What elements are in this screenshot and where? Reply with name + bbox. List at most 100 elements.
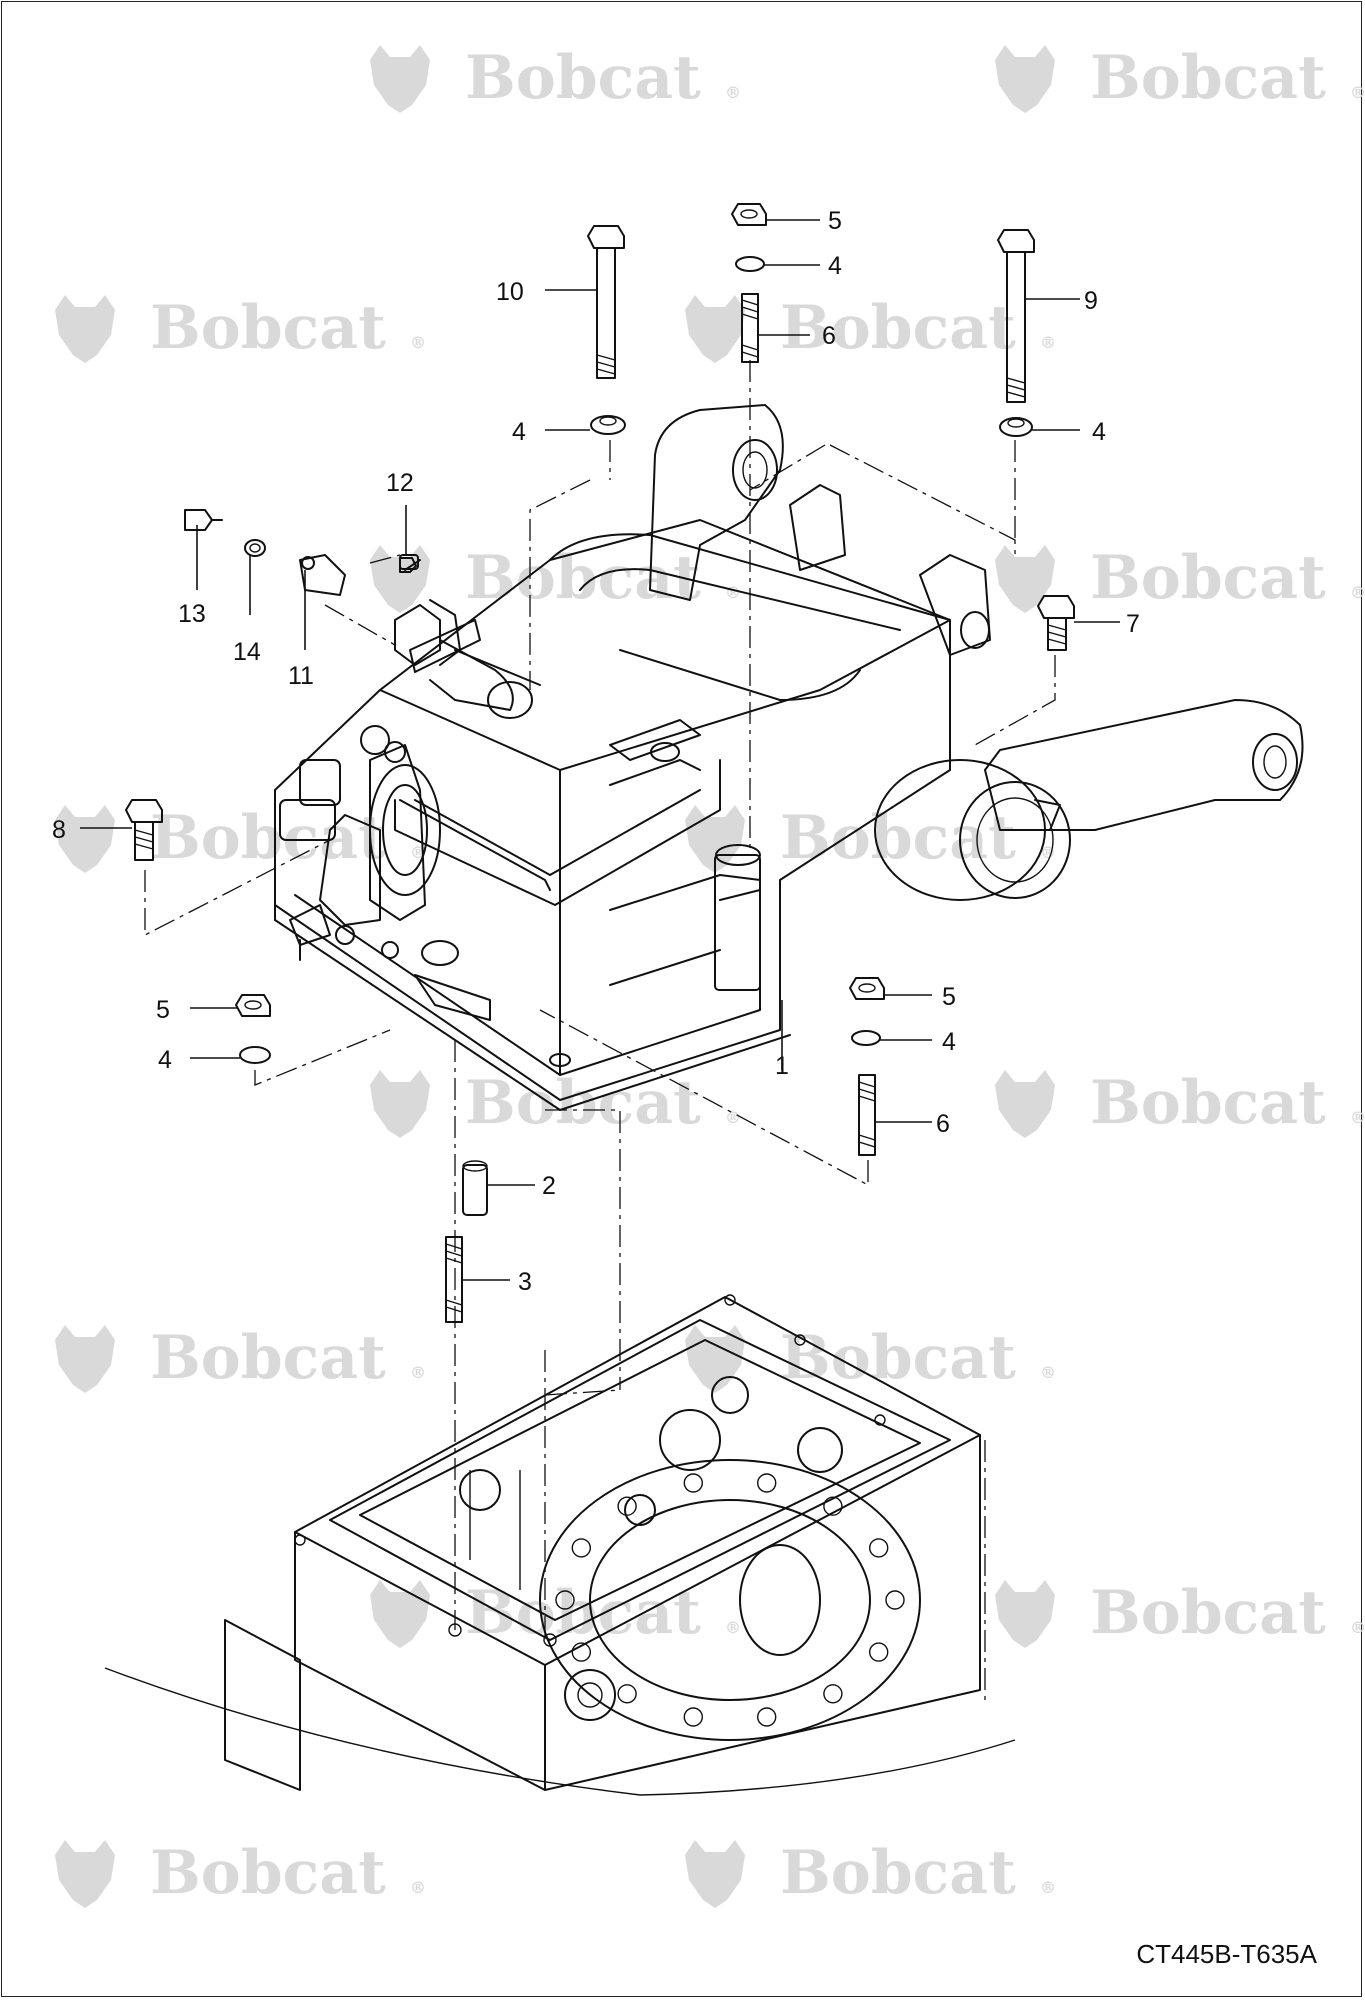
bolt-hole — [571, 1538, 591, 1558]
nut-5-top — [731, 203, 767, 226]
callout-5-top: 5 — [828, 207, 842, 235]
watermark-registered-mark: ® — [725, 1618, 741, 1637]
bolt-hole — [683, 1707, 703, 1727]
watermark-registered-mark: ® — [410, 1878, 426, 1897]
callout-14: 14 — [233, 638, 261, 666]
bolt-hole — [823, 1496, 843, 1516]
bolt-hole — [757, 1707, 777, 1727]
callout-5-left: 5 — [156, 996, 170, 1024]
watermark-registered-mark: ® — [410, 1363, 426, 1382]
washer-4-top — [735, 256, 765, 272]
washer-4-lower-left — [239, 1046, 271, 1064]
bobcat-watermark: Bobcat® — [55, 1323, 426, 1393]
bobcat-watermark: Bobcat® — [685, 1838, 1056, 1908]
washer-4-right — [999, 417, 1033, 437]
bolt-7 — [1037, 595, 1075, 651]
nut-5-right — [849, 977, 885, 1000]
bolt-hole — [617, 1684, 637, 1704]
bolt-hole — [869, 1538, 889, 1558]
bolt-hole — [885, 1590, 905, 1610]
watermark-text: Bobcat — [1090, 1578, 1326, 1648]
callout-1: 1 — [775, 1052, 789, 1080]
callout-9: 9 — [1084, 287, 1098, 315]
watermark-text: Bobcat — [780, 1323, 1016, 1393]
bolt-8 — [125, 799, 163, 861]
watermark-registered-mark: ® — [725, 583, 741, 602]
transmission-housing — [104, 1294, 1016, 1796]
watermark-text: Bobcat — [780, 1838, 1016, 1908]
bobcat-logo-icon — [370, 1580, 430, 1648]
callout-11: 11 — [288, 662, 314, 690]
bobcat-watermark: Bobcat® — [370, 1068, 741, 1138]
bolt-hole — [571, 1642, 591, 1662]
callout-3: 3 — [518, 1268, 532, 1296]
callout-4-lower-right: 4 — [942, 1028, 956, 1056]
washer-4-lower-right — [851, 1030, 881, 1046]
washer-4-left — [590, 415, 626, 435]
watermark-text: Bobcat — [150, 1838, 386, 1908]
watermark-registered-mark: ® — [1350, 1108, 1365, 1127]
watermark-text: Bobcat — [1090, 1068, 1326, 1138]
bobcat-watermark: Bobcat ® — [995, 543, 1365, 613]
bobcat-watermark: Bobcat ® — [995, 43, 1365, 113]
bobcat-watermark: Bobcat ® — [55, 1838, 426, 1908]
watermark-registered-mark: ® — [725, 83, 741, 102]
bobcat-logo-icon — [995, 1070, 1055, 1138]
bobcat-logo-icon — [370, 1070, 430, 1138]
dowel-pin-2 — [462, 1160, 488, 1216]
callout-4-left: 4 — [512, 418, 526, 446]
watermark-registered-mark: ® — [725, 1108, 741, 1127]
stud-3 — [445, 1236, 463, 1323]
bobcat-logo-icon — [55, 805, 115, 873]
bolt-hole — [555, 1590, 575, 1610]
watermark-text: Bobcat — [780, 293, 1016, 363]
callout-13: 13 — [178, 600, 206, 628]
callout-6-top: 6 — [822, 322, 836, 350]
watermark-registered-mark: ® — [1350, 583, 1365, 602]
nut-5-left — [235, 994, 271, 1017]
bobcat-logo-icon — [685, 1325, 745, 1393]
watermark-registered-mark: ® — [1040, 333, 1056, 352]
bobcat-watermark: Bobcat ® — [370, 43, 741, 113]
watermark-registered-mark: ® — [1350, 1618, 1365, 1637]
bolt-hole — [617, 1496, 637, 1516]
hardware — [125, 203, 1075, 1323]
bolt-hole — [869, 1642, 889, 1662]
bobcat-logo-icon — [995, 545, 1055, 613]
watermark-layer: Bobcat ® Bobcat ® Bobcat ® Bobcat ® Bobcat ® Bobca… — [55, 43, 1365, 1908]
watermark-text: Bobcat — [465, 43, 701, 113]
callout-10: 10 — [496, 278, 524, 306]
bobcat-watermark: Bobcat® — [685, 803, 1056, 873]
callout-4-top: 4 — [828, 252, 842, 280]
bobcat-watermark: Bobcat ® — [685, 293, 1056, 363]
control-valve — [279, 619, 481, 961]
leader-lines — [80, 219, 1120, 1281]
sensor-assembly — [184, 509, 541, 719]
watermark-registered-mark: ® — [1040, 1363, 1056, 1382]
watermark-text: Bobcat — [1090, 43, 1326, 113]
watermark-text: Bobcat — [1090, 543, 1326, 613]
bolt-hole — [823, 1684, 843, 1704]
bobcat-logo-icon — [995, 1580, 1055, 1648]
bobcat-watermark: Bobcat ® — [995, 1068, 1365, 1138]
watermark-registered-mark: ® — [410, 333, 426, 352]
stud-6-top — [741, 293, 759, 363]
callout-4-lower-left: 4 — [158, 1046, 172, 1074]
bobcat-logo-icon — [55, 1325, 115, 1393]
bobcat-watermark: Bobcat® — [370, 1578, 741, 1648]
bobcat-watermark: Bobcat ® — [995, 1578, 1365, 1648]
callout-7: 7 — [1126, 610, 1140, 638]
callout-labels: 1 2 3 4 4 4 4 4 5 5 5 6 6 7 8 9 10 11 12… — [52, 207, 1140, 1296]
bolt-hole — [757, 1473, 777, 1493]
watermark-text: Bobcat — [780, 803, 1016, 873]
bolt-10 — [587, 225, 625, 379]
watermark-registered-mark: ® — [1350, 83, 1365, 102]
callout-8: 8 — [52, 816, 66, 844]
bolt-hole — [683, 1473, 703, 1493]
bobcat-logo-icon — [370, 45, 430, 113]
screw-12 — [399, 557, 417, 573]
callout-6-right: 6 — [936, 1110, 950, 1138]
